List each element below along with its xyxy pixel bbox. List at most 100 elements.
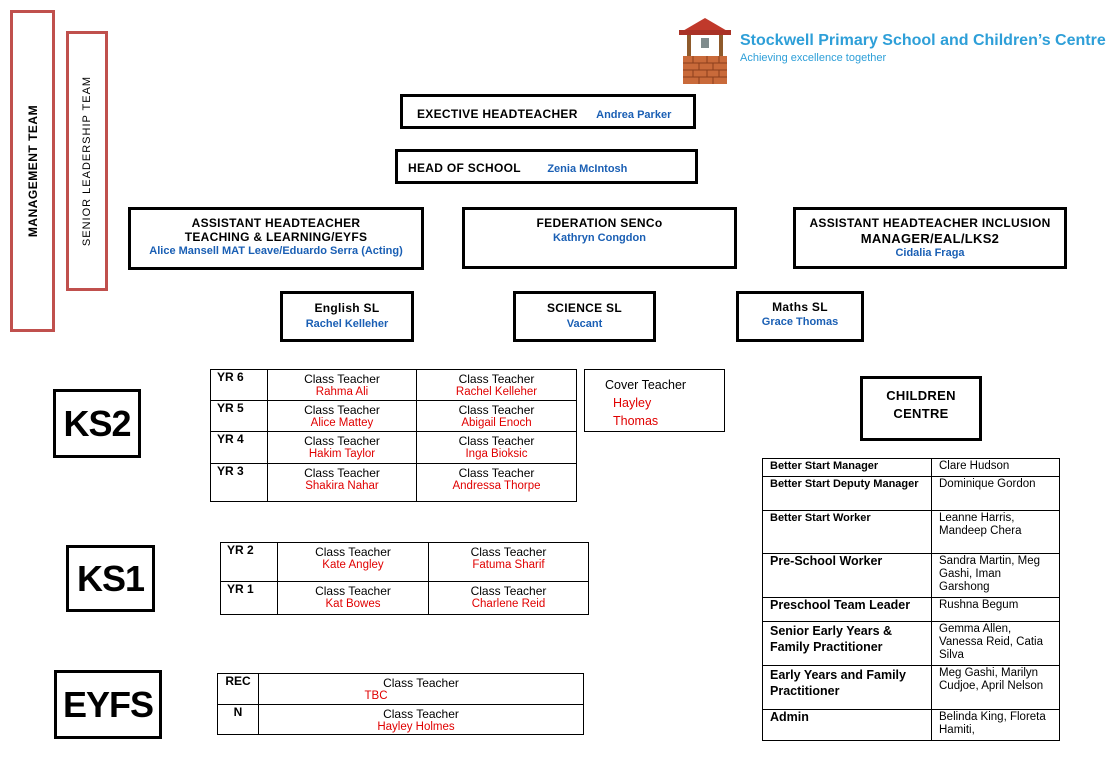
table-row: Better Start Deputy Manager Dominique Go… bbox=[762, 476, 1060, 511]
management-team-label: MANAGEMENT TEAM bbox=[25, 104, 40, 238]
year-label: YR 3 bbox=[210, 463, 268, 502]
management-team-bar: MANAGEMENT TEAM bbox=[10, 10, 55, 332]
cover-teacher-name2: Thomas bbox=[613, 414, 659, 428]
children-centre-heading: CHILDREN CENTRE bbox=[860, 376, 982, 441]
assistant-headteacher-inclusion-role1: ASSISTANT HEADTEACHER INCLUSION bbox=[809, 216, 1051, 230]
teacher-name: Alice Mattey bbox=[310, 417, 374, 429]
names-cell: Rushna Begum bbox=[931, 597, 1060, 622]
names-cell: Gemma Allen, Vanessa Reid, Catia Silva bbox=[931, 621, 1060, 666]
children-centre-heading-line1: CHILDREN bbox=[886, 388, 956, 403]
logo-subtitle: Achieving excellence together bbox=[740, 52, 887, 64]
english-sl-name: Rachel Kelleher bbox=[305, 318, 389, 330]
science-sl-box: SCIENCE SL Vacant bbox=[513, 291, 656, 342]
head-of-school-role: HEAD OF SCHOOL bbox=[408, 161, 521, 175]
teacher-name: Hakim Taylor bbox=[308, 448, 376, 460]
table-row: Better Start Worker Leanne Harris, Mande… bbox=[762, 510, 1060, 554]
names-cell: Meg Gashi, Marilyn Cudjoe, April Nelson bbox=[931, 665, 1060, 710]
year-label: YR 4 bbox=[210, 431, 268, 464]
class-teacher-title: Class Teacher bbox=[304, 466, 380, 480]
class-teacher-title: Class Teacher bbox=[304, 372, 380, 386]
executive-headteacher-box: EXECTIVE HEADTEACHER Andrea Parker bbox=[400, 94, 696, 129]
role-cell: Better Start Deputy Manager bbox=[762, 476, 932, 511]
teacher-name: Rachel Kelleher bbox=[455, 386, 538, 398]
assistant-headteacher-tl-role1: ASSISTANT HEADTEACHER bbox=[191, 216, 361, 230]
teacher-name: Fatuma Sharif bbox=[472, 559, 545, 571]
teacher-name: Hayley Holmes bbox=[377, 721, 455, 733]
names-cell: Clare Hudson bbox=[931, 458, 1060, 477]
role-cell: Admin bbox=[762, 709, 932, 741]
table-row: Preschool Team Leader Rushna Begum bbox=[762, 597, 1060, 622]
assistant-headteacher-tl-name: Alice Mansell MAT Leave/Eduardo Serra (A… bbox=[149, 245, 403, 257]
teacher-name: Inga Bioksic bbox=[465, 448, 528, 460]
table-row: Admin Belinda King, Floreta Hamiti, bbox=[762, 709, 1060, 741]
names-cell: Sandra Martin, Meg Gashi, Iman Garshong bbox=[931, 553, 1060, 598]
cover-teacher-name1: Hayley bbox=[613, 396, 652, 410]
assistant-headteacher-inclusion-name: Cidalia Fraga bbox=[895, 247, 965, 259]
science-sl-name: Vacant bbox=[566, 318, 603, 330]
year-label: YR 6 bbox=[210, 369, 268, 401]
assistant-headteacher-tl-box: ASSISTANT HEADTEACHER TEACHING & LEARNIN… bbox=[128, 207, 424, 270]
year-label: YR 2 bbox=[220, 542, 278, 582]
cover-teacher-box: Cover Teacher Hayley Thomas bbox=[584, 369, 725, 432]
school-logo: Stockwell Primary School and Children’s … bbox=[675, 14, 1106, 86]
class-teacher-title: Class Teacher bbox=[470, 545, 547, 559]
children-centre-heading-line2: CENTRE bbox=[893, 406, 949, 421]
english-sl-box: English SL Rachel Kelleher bbox=[280, 291, 414, 342]
teacher-name: Rahma Ali bbox=[315, 386, 369, 398]
ks2-label: KS2 bbox=[53, 389, 141, 458]
teacher-name: TBC bbox=[364, 690, 388, 702]
table-row: Senior Early Years & Family Practitioner… bbox=[762, 621, 1060, 666]
year-label: N bbox=[217, 704, 259, 735]
role-cell: Senior Early Years & Family Practitioner bbox=[762, 621, 932, 666]
class-teacher-title: Class Teacher bbox=[315, 545, 391, 559]
senior-leadership-bar: SENIOR LEADERSHIP TEAM bbox=[66, 31, 108, 291]
names-cell: Dominique Gordon bbox=[931, 476, 1060, 511]
senior-leadership-label: SENIOR LEADERSHIP TEAM bbox=[81, 75, 93, 247]
class-teacher-title: Class Teacher bbox=[458, 434, 535, 448]
federation-senco-box: FEDERATION SENCo Kathryn Congdon bbox=[462, 207, 737, 269]
federation-senco-role: FEDERATION SENCo bbox=[536, 216, 663, 230]
teacher-name: Shakira Nahar bbox=[305, 480, 379, 492]
names-cell: Leanne Harris, Mandeep Chera bbox=[931, 510, 1060, 554]
head-of-school-box: HEAD OF SCHOOL Zenia McIntosh bbox=[395, 149, 698, 184]
assistant-headteacher-tl-role2: TEACHING & LEARNING/EYFS bbox=[184, 230, 368, 244]
class-teacher-title: Class Teacher bbox=[304, 434, 380, 448]
teacher-name: Kate Angley bbox=[322, 559, 384, 571]
federation-senco-name: Kathryn Congdon bbox=[553, 232, 646, 244]
teacher-name: Charlene Reid bbox=[471, 598, 546, 610]
role-cell: Preschool Team Leader bbox=[762, 597, 932, 622]
class-teacher-title: Class Teacher bbox=[458, 403, 535, 417]
class-teacher-title: Class Teacher bbox=[315, 584, 391, 598]
year-label: YR 1 bbox=[220, 581, 278, 615]
role-cell: Better Start Manager bbox=[762, 458, 932, 477]
class-teacher-title: Class Teacher bbox=[383, 707, 459, 721]
science-sl-role: SCIENCE SL bbox=[546, 301, 622, 315]
table-row: Early Years and Family Practitioner Meg … bbox=[762, 665, 1060, 710]
names-cell: Belinda King, Floreta Hamiti, bbox=[931, 709, 1060, 741]
head-of-school-name: Zenia McIntosh bbox=[547, 163, 628, 175]
role-cell: Better Start Worker bbox=[762, 510, 932, 554]
maths-sl-role: Maths SL bbox=[772, 300, 828, 314]
assistant-headteacher-inclusion-box: ASSISTANT HEADTEACHER INCLUSION MANAGER/… bbox=[793, 207, 1067, 269]
maths-sl-box: Maths SL Grace Thomas bbox=[736, 291, 864, 342]
